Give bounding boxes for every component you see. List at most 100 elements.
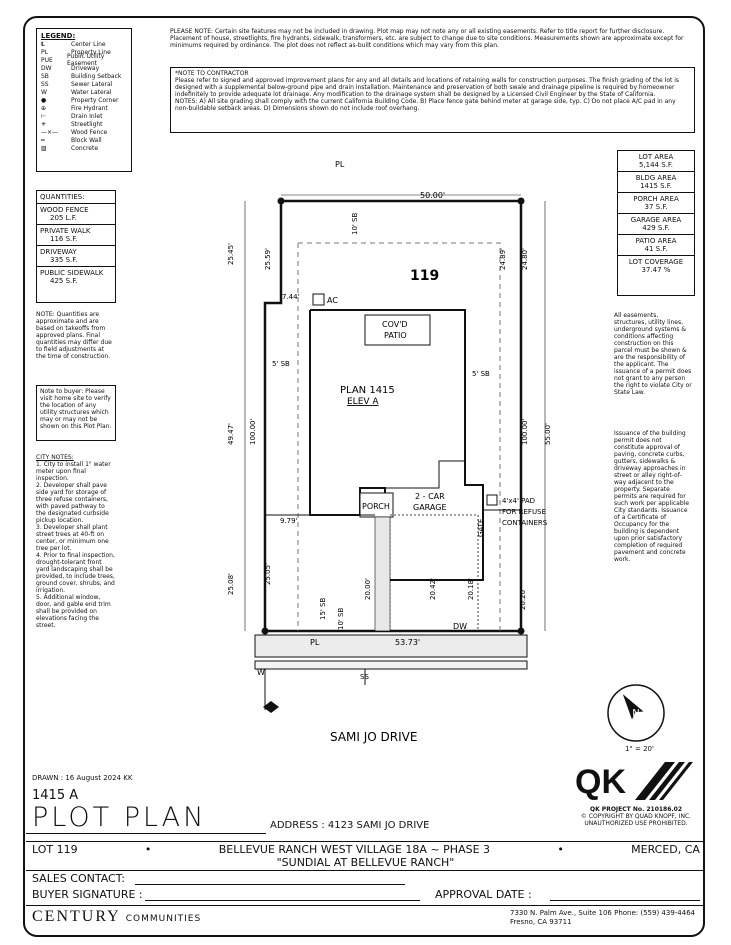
dim-20-20: 20.20'	[519, 588, 527, 610]
quantity-value: 116 S.F.	[50, 235, 78, 243]
address: ADDRESS : 4123 SAMI JO DRIVE	[270, 820, 430, 831]
legend-symbol: W	[41, 88, 47, 96]
area-value: 41 S.F.	[644, 245, 668, 253]
legend-label: Center Line	[71, 40, 106, 48]
pad-line3: CONTAINERS	[502, 519, 548, 527]
city-notes: CITY NOTES: 1. City to install 1" water …	[36, 454, 116, 629]
legend-label: Property Corner	[71, 96, 119, 104]
community: BELLEVUE RANCH WEST VILLAGE 18A ~ PHASE …	[218, 843, 491, 856]
city-note-item: 2. Developer shall pave side yard for st…	[36, 482, 109, 524]
city-note-item: 1. City to install 1" water meter upon f…	[36, 461, 111, 482]
refuse-pad	[486, 494, 498, 506]
area-label: BLDG AREA	[635, 174, 677, 182]
legend-symbol: ⊕	[41, 104, 47, 112]
contractor-note-body: Please refer to signed and approved impr…	[175, 77, 680, 98]
lot-number: 119	[410, 268, 439, 284]
dim-25-59: 25.59'	[264, 248, 272, 270]
dw-label: DW	[453, 622, 467, 631]
contractor-note-title: *NOTE TO CONTRACTOR	[175, 70, 249, 77]
area-label: PORCH AREA	[633, 195, 679, 203]
builder-logo: CENTURY COMMUNITIES	[32, 906, 201, 926]
dim-10-sb: 10' SB	[337, 608, 345, 631]
pl-bottom: PL	[310, 638, 320, 647]
buyer-note-box: Note to buyer: Please visit home site to…	[36, 385, 116, 441]
w-label: W	[257, 668, 265, 677]
quantity-value: 205 L.F.	[50, 214, 77, 222]
plan-code: 1415 A	[32, 788, 79, 803]
legend-symbol: ℄	[41, 40, 45, 48]
builder-address-2: Fresno, CA 93711	[510, 918, 572, 926]
contractor-note-notes: NOTES: A) All site grading shall comply …	[175, 98, 676, 112]
dim-24-80: 24.80'	[521, 248, 529, 270]
legend-symbol: —×—	[41, 128, 59, 136]
quantity-label: PRIVATE WALK	[40, 227, 91, 235]
bullet: •	[557, 843, 564, 856]
city-note-item: 3. Developer shall plant street trees at…	[36, 524, 109, 552]
north-arrow: N	[605, 682, 667, 744]
legend-item: —×—Wood Fence	[41, 128, 127, 136]
legend-item: ℄ Center Line	[41, 40, 127, 48]
patio-line2: PATIO	[384, 331, 407, 340]
legend-item: ✳Streetlight	[41, 120, 127, 128]
quantity-label: PUBLIC SIDEWALK	[40, 269, 104, 277]
dim-right-total: 55.00'	[544, 423, 552, 445]
north-arrow-icon: N	[607, 684, 665, 742]
city-notes-list: 1. City to install 1" water meter upon f…	[36, 461, 116, 629]
plan-name: PLAN 1415	[340, 385, 395, 396]
legend-symbol: ═	[41, 136, 45, 144]
garage-line1: 2 - CAR	[415, 492, 445, 501]
buyer-signature-label: BUYER SIGNATURE :	[32, 888, 143, 901]
left-setback: 5' SB	[272, 360, 290, 368]
legend-label: Public Utility Easement	[67, 53, 105, 67]
legend-symbol: DW	[41, 64, 52, 72]
builder-name: CENTURY	[32, 908, 121, 925]
sheet-border	[23, 16, 705, 937]
quantity-value: 425 S.F.	[50, 277, 78, 285]
private-walk	[374, 516, 391, 632]
legend-item: ⊕Fire Hydrant	[41, 104, 127, 112]
legend-symbol: SB	[41, 72, 49, 80]
dim-25-08: 25.08'	[227, 573, 235, 595]
legend-item: ═ Block Wall	[41, 136, 127, 144]
area-label: PATIO AREA	[635, 237, 677, 245]
legend-symbol: PL	[41, 48, 48, 56]
ac-label: AC	[327, 296, 338, 305]
streetlight-icon	[263, 701, 279, 713]
approval-date-label: APPROVAL DATE :	[435, 888, 532, 901]
dim-bottom: 53.73'	[395, 638, 420, 647]
legend-symbol: ▨	[41, 144, 47, 152]
elevation: ELEV A	[347, 397, 379, 407]
legend-item: ● Property Corner	[41, 96, 127, 104]
city-note-item: 5. Additional window, door, and gable en…	[36, 594, 111, 629]
qk-letters: QK	[575, 763, 626, 801]
curb	[254, 660, 528, 670]
qk-copyright: © COPYRIGHT BY QUAD KNOPF, INC. UNAUTHOR…	[580, 813, 692, 827]
legend-label: Building Setback	[71, 72, 122, 80]
legend-symbol: ●	[41, 96, 47, 104]
bullet: •	[144, 843, 152, 856]
legend-title: LEGEND:	[41, 32, 76, 40]
dim-979: 9.79'	[280, 517, 298, 525]
builder-sub: COMMUNITIES	[125, 914, 202, 924]
quantities-title: QUANTITIES:	[37, 191, 115, 204]
rear-setback: 10' SB	[351, 213, 359, 236]
legend-label: Block Wall	[71, 136, 102, 144]
dim-right-100: 100.00'	[521, 419, 529, 445]
easement-note: All easements, structures, utility lines…	[614, 312, 692, 396]
legend-symbol: ⊢	[41, 112, 47, 120]
legend-label: Concrete	[71, 144, 99, 152]
dim-24-89: 24.89'	[499, 248, 507, 270]
dim-top: 50.00'	[420, 191, 445, 200]
ac-pad	[312, 293, 325, 306]
dim-25-05: 25.05'	[264, 563, 272, 585]
public-sidewalk	[254, 634, 528, 658]
